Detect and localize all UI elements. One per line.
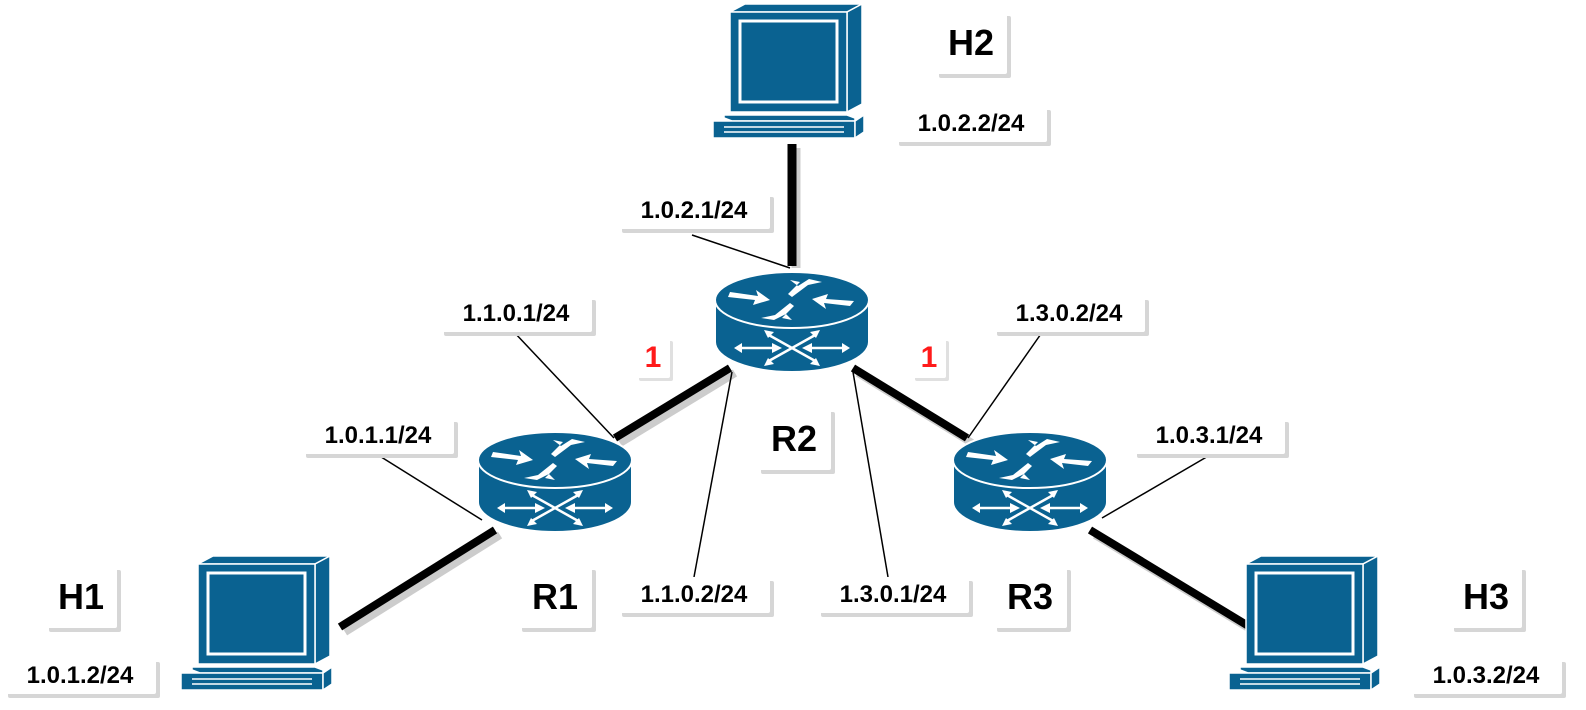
link-h2-r2: [787, 144, 801, 268]
ip-label-h1: 1.0.1.2/24: [4, 658, 156, 694]
callout-line-1021: [691, 234, 791, 269]
link-h1-r1: [337, 526, 503, 636]
computer-icon-h1: [180, 554, 334, 692]
link-r1-r2: [612, 364, 738, 447]
ip-label-r2-h2: 1.0.2.1/24: [618, 193, 770, 229]
node-label-r2: R2: [757, 408, 831, 470]
ip-label-r2-r3: 1.3.0.1/24: [817, 577, 969, 613]
node-label-h2: H2: [935, 12, 1007, 74]
links: [337, 144, 1258, 636]
callout-line-1302: [967, 330, 1044, 439]
ip-label-h3: 1.0.3.2/24: [1410, 658, 1562, 694]
computer-icon-h2: [712, 2, 866, 140]
router-icon-r2: [713, 270, 871, 374]
ip-label-r2-r1: 1.1.0.2/24: [618, 577, 770, 613]
computer-icon-h3: [1228, 554, 1382, 692]
callout-line-1011: [377, 454, 483, 521]
ip-label-r1-r2: 1.1.0.1/24: [440, 296, 592, 332]
link-r2-r3: [850, 364, 975, 447]
callout-line-1102: [693, 371, 733, 578]
callout-lines: [377, 234, 1211, 578]
node-label-h3: H3: [1450, 566, 1522, 628]
node-label-r1: R1: [518, 566, 592, 628]
ip-label-r3-r2: 1.3.0.2/24: [993, 296, 1145, 332]
router-icon-r1: [476, 430, 634, 534]
callout-line-1031: [1101, 454, 1211, 519]
callout-line-1301: [852, 371, 889, 578]
node-label-h1: H1: [45, 566, 117, 628]
callout-line-1101: [512, 330, 615, 439]
link-cost-r1-r2: 1: [636, 338, 670, 378]
link-h3-r3: [1087, 526, 1258, 636]
ip-label-r3-h3: 1.0.3.1/24: [1133, 418, 1285, 454]
ip-label-h2: 1.0.2.2/24: [895, 106, 1047, 142]
ip-label-r1-h1: 1.0.1.1/24: [302, 418, 454, 454]
router-icon-r3: [951, 430, 1109, 534]
node-label-r3: R3: [993, 566, 1067, 628]
link-cost-r2-r3: 1: [912, 338, 946, 378]
